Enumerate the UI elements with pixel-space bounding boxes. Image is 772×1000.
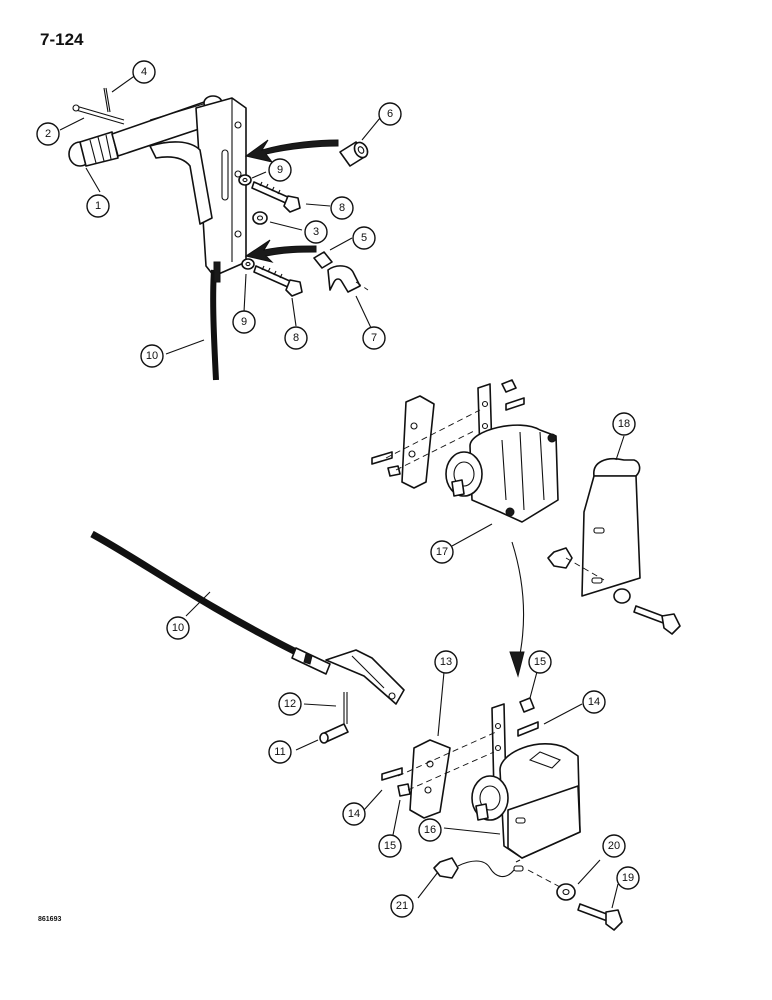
callout-7-label: 7 bbox=[371, 332, 377, 344]
bolt-14-lower bbox=[381, 767, 403, 781]
cover-washer bbox=[613, 588, 631, 604]
cable-clevis bbox=[325, 649, 405, 705]
callout-13-label: 13 bbox=[440, 656, 452, 668]
callout-2: 2 bbox=[36, 122, 60, 146]
callout-14-right: 14 bbox=[582, 690, 606, 714]
callout-10-lower-label: 10 bbox=[172, 622, 184, 634]
callout-14-right-label: 14 bbox=[588, 696, 600, 708]
callout-1-label: 1 bbox=[95, 200, 101, 212]
callout-19-label: 19 bbox=[622, 872, 634, 884]
callout-9-upper-label: 9 bbox=[277, 164, 283, 176]
governor-control-upper bbox=[371, 379, 559, 523]
cover-nut bbox=[547, 547, 573, 569]
bolt-14-upper bbox=[517, 721, 539, 737]
callout-11: 11 bbox=[268, 740, 292, 764]
callout-17-label: 17 bbox=[436, 546, 448, 558]
throttle-cable-lower bbox=[90, 530, 302, 658]
callout-12-label: 12 bbox=[284, 698, 296, 710]
callout-9-lower: 9 bbox=[232, 310, 256, 334]
callout-3: 3 bbox=[304, 220, 328, 244]
callout-15-left: 15 bbox=[378, 834, 402, 858]
callout-5-label: 5 bbox=[361, 232, 367, 244]
callout-8-lower: 8 bbox=[284, 326, 308, 350]
callout-20: 20 bbox=[602, 834, 626, 858]
callout-11-label: 11 bbox=[274, 746, 285, 758]
callout-15-right: 15 bbox=[528, 650, 552, 674]
callout-9-upper: 9 bbox=[268, 158, 292, 182]
callout-19: 19 bbox=[616, 866, 640, 890]
clevis-pin bbox=[319, 723, 349, 744]
lever-curved-link bbox=[149, 141, 213, 225]
callout-13: 13 bbox=[434, 650, 458, 674]
callout-7: 7 bbox=[362, 326, 386, 350]
control-cover bbox=[581, 458, 641, 597]
clamp-sleeve bbox=[313, 251, 333, 269]
spacer-sleeve bbox=[339, 141, 369, 167]
callout-14-left-label: 14 bbox=[348, 808, 360, 820]
callout-2-label: 2 bbox=[45, 128, 51, 140]
drawing-number: 861693 bbox=[38, 916, 62, 923]
callout-4-label: 4 bbox=[141, 66, 147, 78]
callout-5: 5 bbox=[352, 226, 376, 250]
callout-12: 12 bbox=[278, 692, 302, 716]
callout-3-label: 3 bbox=[313, 226, 319, 238]
callout-16: 16 bbox=[418, 818, 442, 842]
callout-20-label: 20 bbox=[608, 840, 620, 852]
cable-clamp bbox=[327, 265, 361, 293]
nut-21 bbox=[433, 857, 459, 879]
bolt-19 bbox=[577, 903, 623, 931]
callout-18-label: 18 bbox=[618, 418, 630, 430]
callout-10-upper-label: 10 bbox=[146, 350, 158, 362]
lever-knob bbox=[68, 131, 119, 167]
nut-15-lower bbox=[397, 783, 411, 797]
callout-10-upper: 10 bbox=[140, 344, 164, 368]
callout-15-right-label: 15 bbox=[534, 656, 546, 668]
assembly-arrow-upper bbox=[244, 139, 339, 163]
throttle-lever-assembly bbox=[68, 87, 369, 381]
cover-bolt bbox=[633, 605, 681, 635]
callout-17: 17 bbox=[430, 540, 454, 564]
callout-21-label: 21 bbox=[396, 900, 408, 912]
callout-4: 4 bbox=[132, 60, 156, 84]
callout-18: 18 bbox=[612, 412, 636, 436]
bolt-lower bbox=[253, 265, 303, 297]
callout-16-label: 16 bbox=[424, 824, 436, 836]
callout-10-lower: 10 bbox=[166, 616, 190, 640]
assembly-arrow-lower bbox=[244, 239, 317, 263]
throttle-cable-upper bbox=[210, 269, 219, 381]
install-direction-arrow bbox=[511, 541, 525, 665]
callout-8-upper: 8 bbox=[330, 196, 354, 220]
callout-9-lower-label: 9 bbox=[241, 316, 247, 328]
callout-21: 21 bbox=[390, 894, 414, 918]
callout-14-left: 14 bbox=[342, 802, 366, 826]
link-plate bbox=[409, 739, 451, 819]
callout-1: 1 bbox=[86, 194, 110, 218]
lever-pin bbox=[75, 105, 125, 121]
callout-8-upper-label: 8 bbox=[339, 202, 345, 214]
callout-6-label: 6 bbox=[387, 108, 393, 120]
cotter-pin bbox=[105, 87, 111, 113]
callout-15-left-label: 15 bbox=[384, 840, 396, 852]
governor-control-lower bbox=[471, 743, 581, 863]
callout-6: 6 bbox=[378, 102, 402, 126]
callout-8-lower-label: 8 bbox=[293, 332, 299, 344]
nut-upper bbox=[519, 697, 535, 713]
page-number: 7-124 bbox=[40, 30, 84, 49]
control-body-upper bbox=[469, 424, 559, 523]
bolt-upper bbox=[251, 181, 301, 213]
